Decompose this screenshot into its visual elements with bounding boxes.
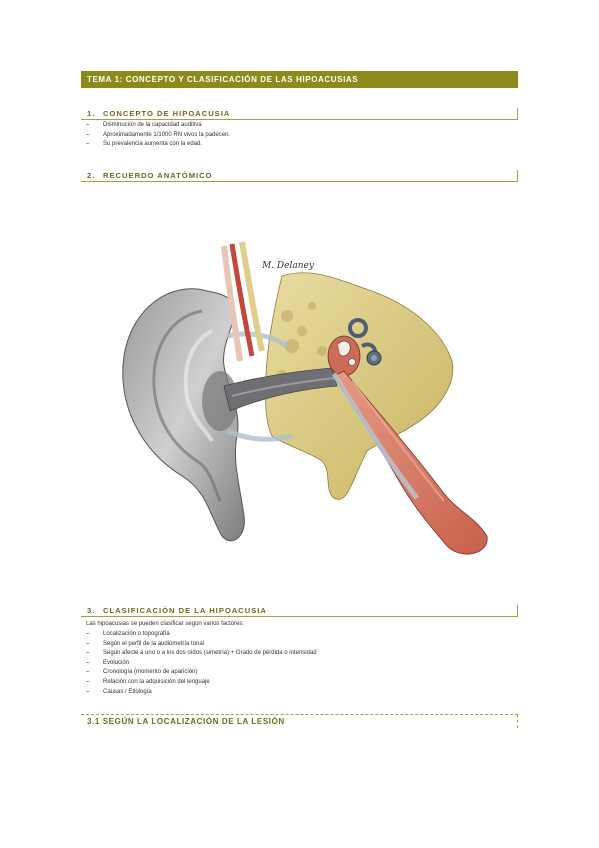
section-3-list: –Localización o topografía –Según el per…	[86, 630, 317, 697]
subsection-3-1-heading: 3.1 SEGÚN LA LOCALIZACIÓN DE LA LESIÓN	[81, 714, 518, 728]
list-item: –Cronología (momento de aparición)	[86, 669, 198, 676]
section-1-title: CONCEPTO DE HIPOACUSIA	[103, 109, 231, 118]
section-2-number: 2.	[87, 171, 96, 180]
list-item: –Causas / Etiología	[86, 688, 152, 695]
list-item: –Evolución	[86, 659, 130, 666]
list-item: –Relación con la adquisición del lenguaj…	[86, 678, 210, 685]
ear-anatomy-illustration: M. Delaney	[122, 241, 488, 555]
section-3-intro: Las hipoacusias se pueden clasificar seg…	[86, 621, 245, 627]
section-2-heading: 2. RECUERDO ANATÓMICO	[81, 170, 518, 182]
list-item: –Según el perfil de la audiometría tonal	[86, 640, 205, 647]
section-1-list: –Disminución de la capacidad auditiva –A…	[86, 121, 230, 150]
section-1-heading: 1. CONCEPTO DE HIPOACUSIA	[81, 108, 518, 120]
list-item: –Localización o topografía	[86, 631, 170, 637]
list-item: –Disminución de la capacidad auditiva	[86, 122, 202, 128]
section-2-title: RECUERDO ANATÓMICO	[103, 171, 213, 180]
figure-signature: M. Delaney	[261, 261, 315, 271]
section-3-title: CLASIFICACIÓN DE LA HIPOACUSIA	[103, 606, 267, 615]
list-item: –Su prevalencia aumenta con la edad.	[86, 141, 203, 148]
section-3-heading: 3. CLASIFICACIÓN DE LA HIPOACUSIA	[81, 605, 518, 617]
list-item: –Aproximadamente 1/1000 RN vivos la pade…	[86, 131, 231, 138]
section-3-number: 3.	[87, 606, 96, 615]
section-1-number: 1.	[87, 109, 96, 118]
list-item: –Según afecte a uno o a los dos oídos (s…	[86, 650, 317, 657]
page-title: TEMA 1: CONCEPTO Y CLASIFICACIÓN DE LAS …	[81, 71, 518, 88]
